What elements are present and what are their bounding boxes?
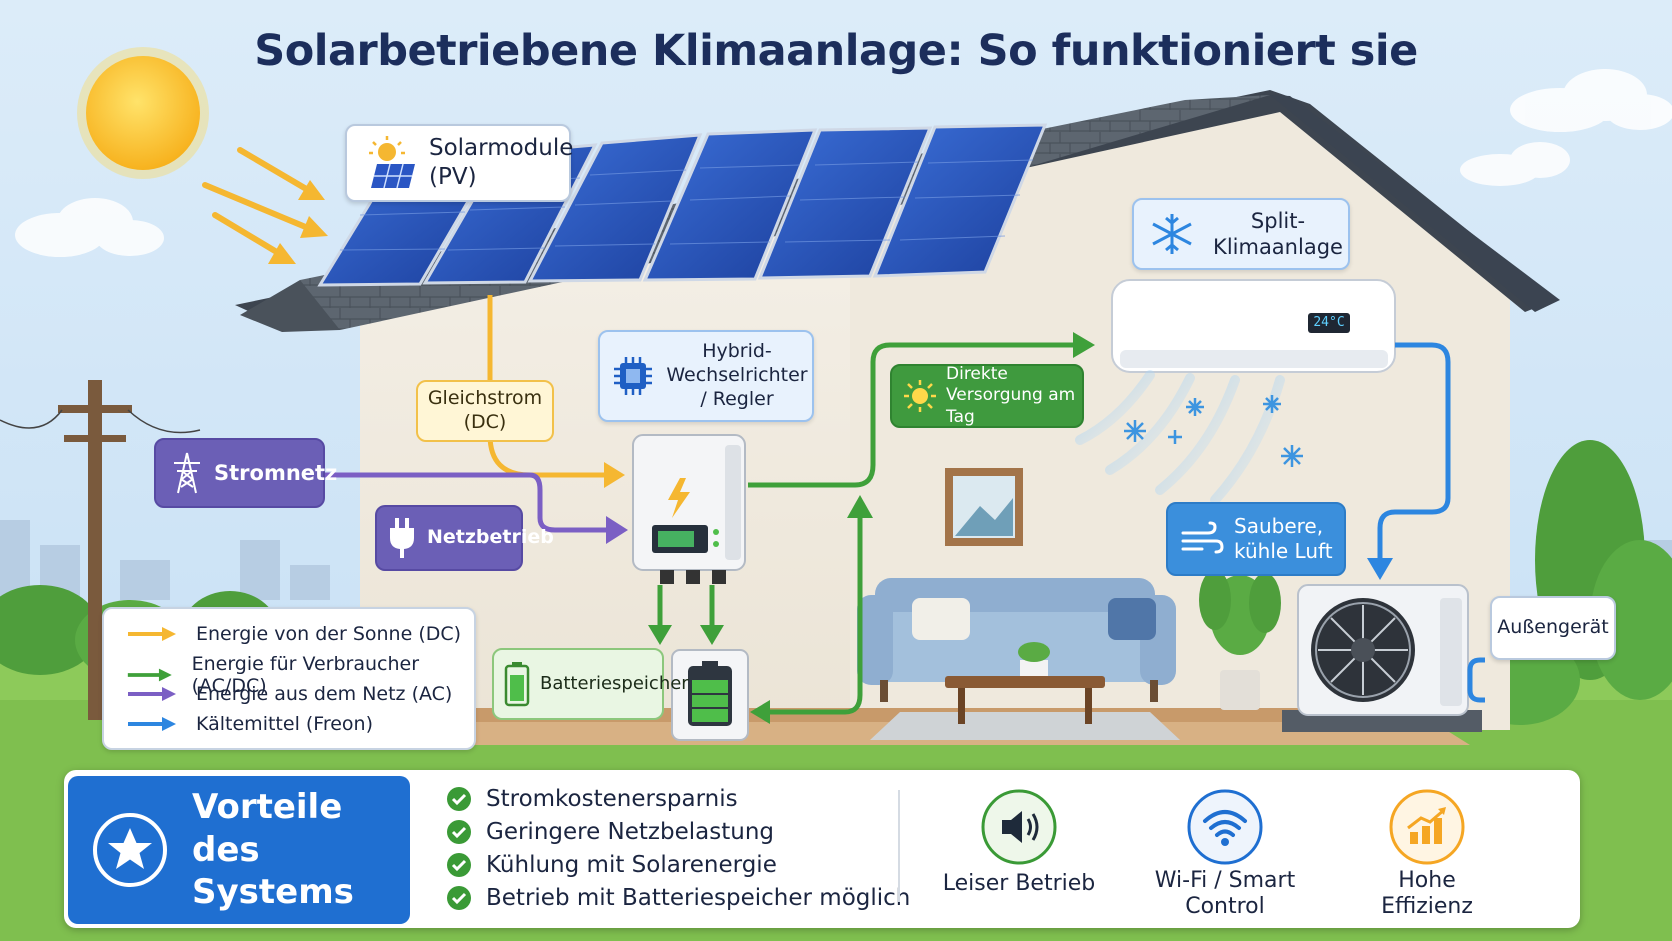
label-solar-text: Solarmodule (PV) [429, 135, 574, 190]
wall-picture [945, 468, 1023, 546]
label-split-ac: Split-Klimaanlage [1132, 198, 1350, 270]
label-battery: Batteriespeicher [492, 648, 689, 720]
legend-item: Energie aus dem Netz (AC) [126, 683, 452, 705]
benefit-item: Betrieb mit Batteriespeicher möglich [446, 885, 910, 911]
speaker-icon [980, 788, 1058, 871]
legend-arrow-purple [128, 687, 176, 701]
indoor-ac-unit [1111, 279, 1396, 373]
cool-airflow [1075, 370, 1285, 505]
chip-icon [612, 355, 654, 397]
sun-icon [902, 378, 938, 414]
label-split-text: Split-Klimaanlage [1213, 208, 1343, 259]
label-netzbetrieb-text: Netzbetrieb [427, 526, 554, 549]
plug-icon [387, 516, 417, 560]
label-dc-text: Gleichstrom (DC) [427, 387, 543, 433]
label-dc-current: Gleichstrom (DC) [416, 380, 554, 442]
legend-label: Energie aus dem Netz (AC) [196, 683, 453, 705]
benefit-label: Kühlung mit Solarenergie [486, 852, 777, 878]
battery-icon [504, 661, 530, 707]
coffee-table [945, 642, 1105, 724]
star-icon [93, 813, 167, 887]
legend-label: Energie für Verbraucher (AC/DC) [191, 653, 420, 697]
label-power-grid: Stromnetz [154, 438, 337, 508]
benefit-label: Betrieb mit Batteriespeicher möglich [486, 885, 911, 911]
cloud [1460, 69, 1672, 186]
feature-label: Wi-Fi / Smart Control [1154, 868, 1296, 920]
label-outdoor-text: Außengerät [1497, 616, 1609, 639]
bar-chart-icon [1388, 788, 1466, 871]
page-title: Solarbetriebene Klimaanlage: So funktion… [254, 26, 1418, 76]
legend: Energie von der Sonne (DC) Energie für V… [102, 607, 476, 750]
feature-label: Hohe Effizienz [1381, 868, 1473, 920]
benefit-item: Kühlung mit Solarenergie [446, 852, 777, 878]
legend-arrow-blue [128, 717, 176, 731]
check-icon [447, 787, 471, 811]
legend-arrow-green [127, 668, 172, 682]
hybrid-inverter [632, 434, 746, 584]
label-air-text: Saubere, kühle Luft [1234, 514, 1333, 563]
feature-label: Leiser Betrieb [942, 871, 1096, 896]
label-direct-text: Direkte Versorgung am Tag [946, 364, 1076, 427]
benefit-label: Geringere Netzbelastung [486, 819, 774, 845]
power-tower-icon [170, 451, 204, 495]
label-grid-operation: Netzbetrieb [375, 505, 554, 571]
label-battery-text: Batteriespeicher [540, 672, 689, 694]
label-clean-air: Saubere, kühle Luft [1166, 502, 1346, 576]
flow-grid [325, 472, 610, 533]
check-icon [447, 820, 471, 844]
benefit-label: Stromkostenersparnis [486, 786, 738, 812]
flow-to-ac [657, 342, 1075, 715]
benefit-item: Geringere Netzbelastung [446, 819, 774, 845]
benefit-item: Stromkostenersparnis [446, 786, 738, 812]
flow-refrigerant [1377, 342, 1485, 703]
legend-label: Kältemittel (Freon) [196, 713, 374, 735]
sun-ray-arrows [202, 147, 328, 264]
check-icon [447, 853, 471, 877]
legend-label: Energie von der Sonne (DC) [196, 623, 462, 645]
ac-temperature-display: 24°C [1313, 315, 1345, 330]
sun [77, 47, 209, 179]
wind-icon [1180, 521, 1224, 557]
label-grid-text: Stromnetz [214, 460, 338, 485]
legend-item: Kältemittel (Freon) [126, 713, 373, 735]
label-direct-supply: Direkte Versorgung am Tag [890, 364, 1084, 428]
snowflake-icon [1124, 395, 1303, 467]
plant [1199, 570, 1281, 710]
label-hybrid-inverter: Hybrid-Wechselrichter / Regler [598, 330, 814, 422]
cloud [15, 198, 164, 257]
utility-pole [0, 380, 201, 720]
check-icon [447, 886, 471, 910]
legend-item: Energie von der Sonne (DC) [126, 623, 461, 645]
wifi-icon [1186, 788, 1264, 871]
legend-item: Energie für Verbraucher (AC/DC) [126, 653, 474, 697]
outdoor-ac-unit [1282, 584, 1482, 732]
label-hybrid-text: Hybrid-Wechselrichter / Regler [666, 340, 808, 410]
label-solar-modules: Solarmodule (PV) [345, 124, 574, 202]
snowflake-icon [1150, 212, 1194, 256]
label-outdoor-unit: Außengerät [1490, 596, 1616, 660]
benefits-header: Vorteile des Systems [68, 776, 410, 924]
benefits-title: Vorteile des Systems [192, 787, 354, 913]
legend-arrow-yellow [128, 627, 176, 641]
solar-panel-icon [361, 134, 419, 192]
battery-storage [671, 649, 749, 741]
sofa [857, 578, 1176, 702]
divider [898, 790, 900, 902]
